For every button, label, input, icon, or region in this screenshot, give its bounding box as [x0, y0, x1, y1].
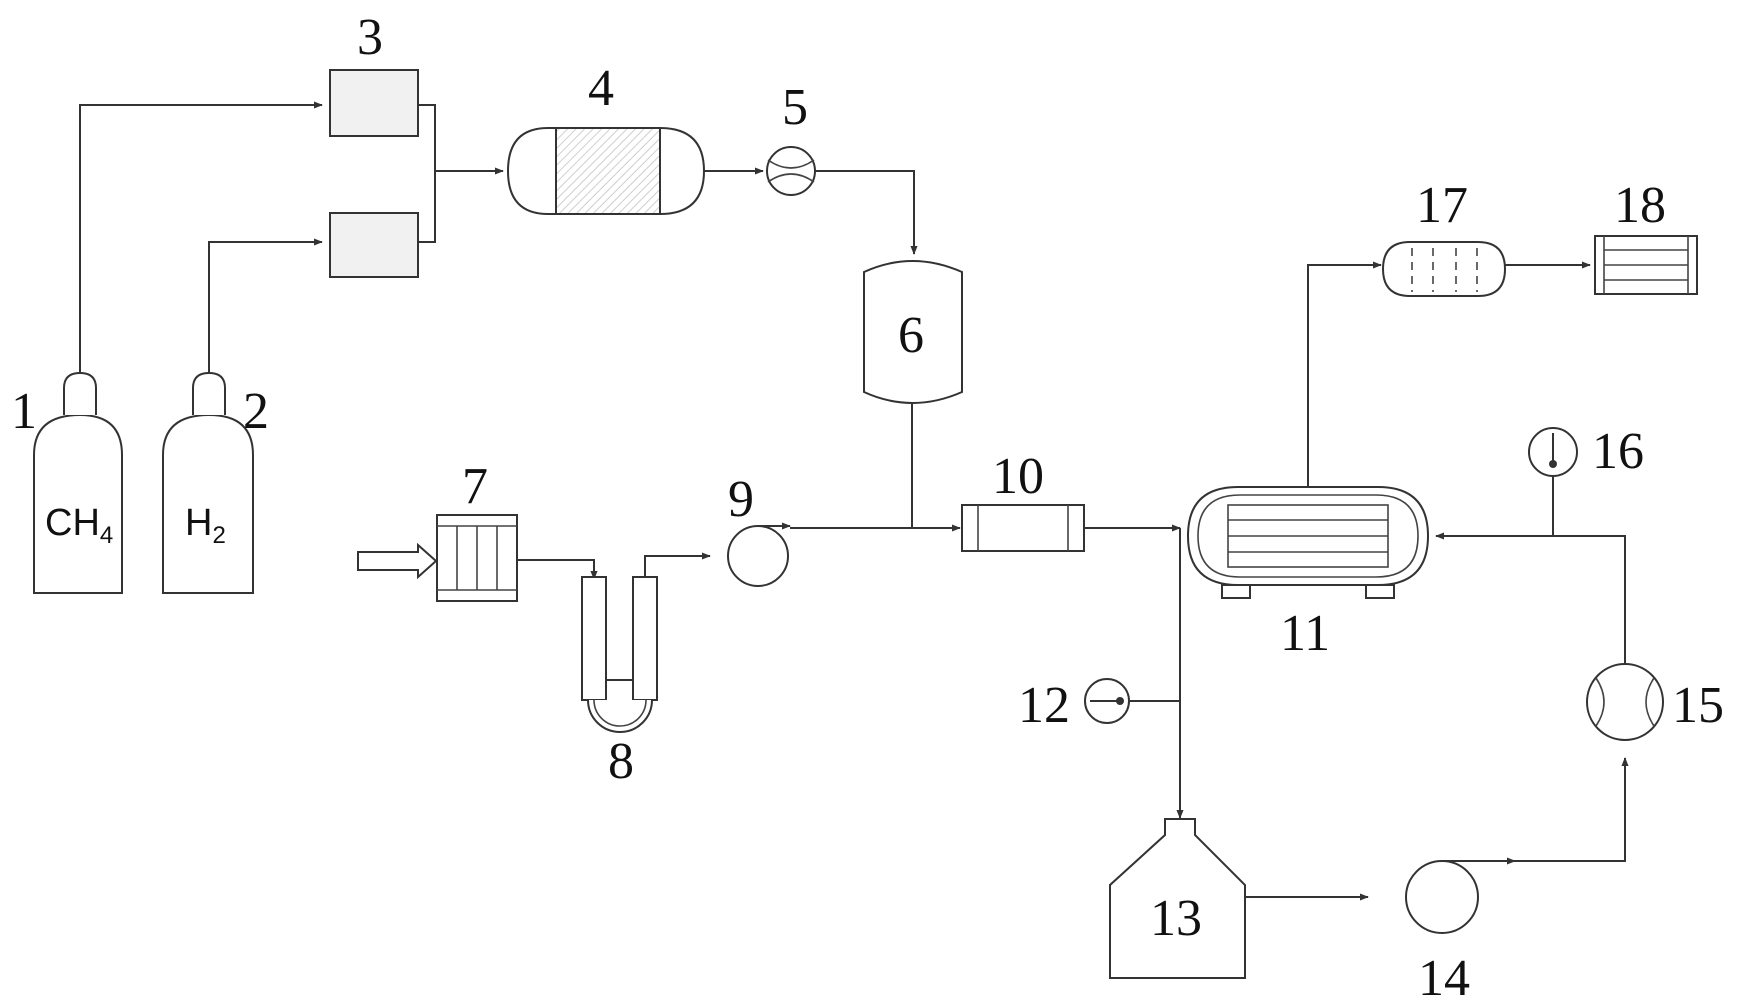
membrane-reactor — [1186, 486, 1430, 599]
liquid-pump — [727, 522, 791, 587]
h2-subscript: 2 — [212, 522, 225, 549]
thermometer-16 — [1528, 427, 1578, 477]
return-to-reactor-line — [1435, 532, 1626, 664]
label-6: 6 — [898, 307, 924, 364]
ch4-cylinder: CH4 — [33, 371, 123, 594]
circulation-pump — [1405, 860, 1479, 934]
liquid-inlet-arrow — [357, 542, 438, 580]
label-7: 7 — [462, 458, 488, 515]
label-16: 16 — [1592, 423, 1644, 480]
label-18: 18 — [1614, 177, 1666, 234]
permeate-outlet-line — [1307, 261, 1382, 487]
label-14: 14 — [1418, 950, 1470, 1007]
label-9: 9 — [728, 471, 754, 528]
liquid-flow-meter — [1586, 663, 1664, 741]
label-15: 15 — [1672, 677, 1724, 734]
gas-collector — [1594, 235, 1698, 295]
gas-mixer-vessel — [506, 127, 706, 215]
filter-outlet-line — [517, 559, 598, 580]
label-11: 11 — [1280, 605, 1330, 662]
ch4-feed-line — [79, 101, 323, 373]
label-10: 10 — [992, 448, 1044, 505]
label-4: 4 — [588, 60, 614, 117]
filter — [436, 514, 518, 602]
label-17: 17 — [1416, 177, 1468, 234]
label-1: 1 — [11, 383, 37, 440]
mfc-merge-line — [418, 104, 436, 243]
label-13: 13 — [1150, 890, 1202, 947]
preheater — [961, 504, 1085, 552]
ch4-formula: CH — [45, 502, 100, 544]
u-tube-manometer — [581, 576, 658, 733]
svg-text:H2: H2 — [185, 502, 226, 549]
label-12: 12 — [1018, 677, 1070, 734]
liquid-storage-tank — [1109, 818, 1246, 979]
h2-cylinder: H2 — [162, 371, 254, 594]
mass-flow-controller-ch4 — [329, 69, 419, 137]
h2-feed-line — [208, 238, 323, 373]
h2-formula: H — [185, 502, 212, 544]
u-tube-outlet-line — [644, 552, 711, 577]
mass-flow-controller-h2 — [329, 212, 419, 278]
label-8: 8 — [608, 733, 634, 790]
gas-buffer-tank — [863, 260, 963, 404]
gas-liquid-separator — [1381, 241, 1507, 297]
label-2: 2 — [243, 383, 269, 440]
flow-meter — [766, 146, 816, 196]
svg-text:CH4: CH4 — [45, 502, 113, 549]
flow-meter-outlet-line — [815, 170, 918, 255]
ch4-subscript: 4 — [100, 522, 113, 549]
pump-to-flowmeter-line — [1510, 757, 1629, 862]
label-5: 5 — [782, 79, 808, 136]
pressure-gauge-12 — [1084, 678, 1130, 724]
label-3: 3 — [357, 9, 383, 66]
